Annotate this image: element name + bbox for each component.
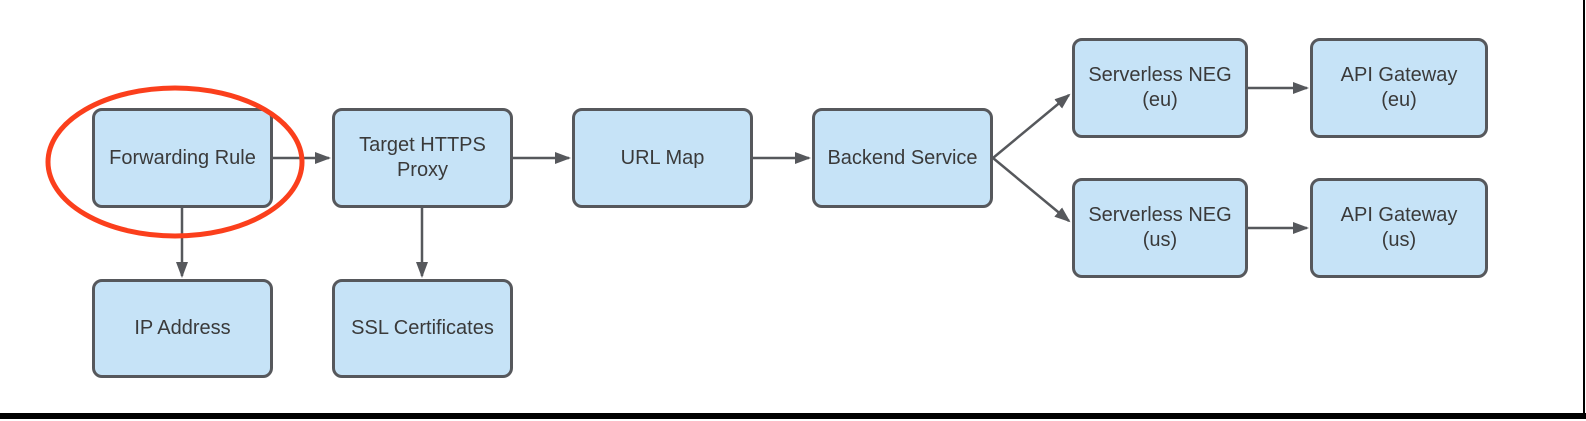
node-label: Serverless NEG: [1088, 64, 1232, 86]
node-label: (eu): [1381, 89, 1417, 111]
node-label: SSL Certificates: [351, 317, 494, 339]
node-label: API Gateway: [1340, 204, 1458, 226]
node-label: (us): [1381, 229, 1417, 251]
node-label: (eu): [1142, 89, 1178, 111]
window-bottom-border: [0, 413, 1586, 419]
node-forwarding-rule: Forwarding Rule: [92, 108, 273, 208]
node-label: IP Address: [134, 317, 231, 339]
node-url-map: URL Map: [572, 108, 753, 208]
edge-backend-service-to-serverless-neg-eu: [992, 93, 1071, 159]
edge-backend-service-to-serverless-neg-us: [992, 157, 1071, 223]
node-label: Serverless NEG: [1088, 204, 1232, 226]
node-target-https-proxy: Target HTTPS Proxy: [332, 108, 513, 208]
node-label: Proxy: [396, 159, 449, 181]
node-label: (us): [1142, 229, 1178, 251]
node-ip-address: IP Address: [92, 279, 273, 378]
node-label: Backend Service: [827, 146, 978, 169]
node-backend-service: Backend Service: [812, 108, 993, 208]
node-label: API Gateway: [1340, 64, 1458, 86]
node-serverless-neg-us: Serverless NEG (us): [1072, 178, 1248, 278]
node-serverless-neg-eu: Serverless NEG (eu): [1072, 38, 1248, 138]
window-right-border: [1583, 0, 1585, 419]
node-ssl-certificates: SSL Certificates: [332, 279, 513, 378]
node-label: Forwarding Rule: [109, 146, 256, 169]
node-label: URL Map: [620, 146, 705, 169]
node-label: Target HTTPS: [359, 134, 486, 156]
node-api-gateway-eu: API Gateway (eu): [1310, 38, 1488, 138]
node-api-gateway-us: API Gateway (us): [1310, 178, 1488, 278]
